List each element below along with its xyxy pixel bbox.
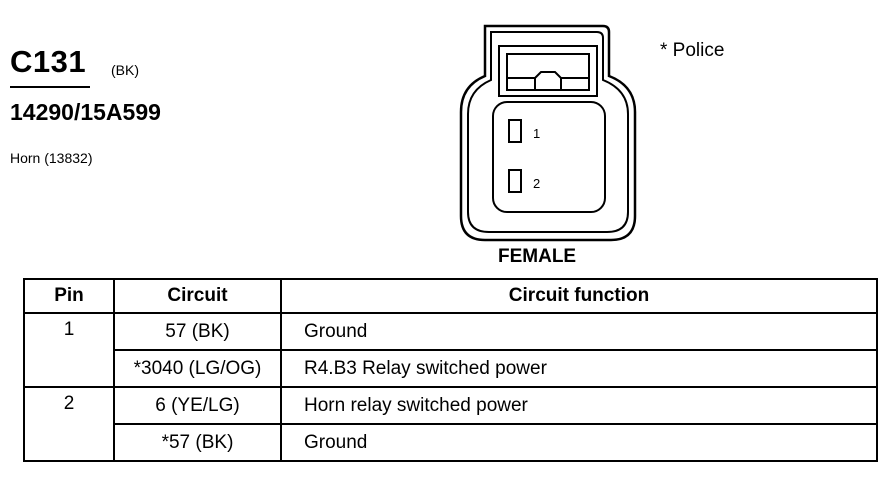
table-row: *3040 (LG/OG) R4.B3 Relay switched power <box>24 349 878 388</box>
connector-id: C131 <box>10 44 87 79</box>
function-cell: Ground <box>280 312 878 351</box>
function-cell: Ground <box>280 423 878 462</box>
header-circuit: Circuit <box>113 278 282 314</box>
connector-id-underline <box>10 86 90 88</box>
pin-2-terminal <box>508 169 522 193</box>
function-cell: R4.B3 Relay switched power <box>280 349 878 388</box>
pin-1-label: 1 <box>533 126 540 141</box>
circuit-cell: 57 (BK) <box>113 312 282 351</box>
connector-color: (BK) <box>111 62 139 78</box>
table-row: *57 (BK) Ground <box>24 423 878 462</box>
circuit-cell: *57 (BK) <box>113 423 282 462</box>
pin-cell: 1 <box>23 312 115 388</box>
header-pin: Pin <box>23 278 115 314</box>
circuit-cell: *3040 (LG/OG) <box>113 349 282 388</box>
pin-1-terminal <box>508 119 522 143</box>
table-row: 1 57 (BK) Ground <box>23 312 878 388</box>
circuit-cell: 6 (YE/LG) <box>113 386 282 425</box>
part-number: 14290/15A599 <box>10 99 161 125</box>
table-header-row: Pin Circuit Circuit function <box>23 278 878 314</box>
police-note: * Police <box>660 40 725 61</box>
pin-cell: 2 <box>23 386 115 462</box>
header-circuit-function: Circuit function <box>280 278 878 314</box>
table-row: 2 6 (YE/LG) Horn relay switched power <box>23 386 878 462</box>
connector-outer-housing <box>459 24 637 242</box>
pinout-table: Pin Circuit Circuit function 1 57 (BK) G… <box>23 278 878 462</box>
component-name: Horn (13832) <box>10 150 93 166</box>
locking-tab-notch <box>534 71 562 79</box>
terminal-face <box>492 101 606 213</box>
pin-2-label: 2 <box>533 176 540 191</box>
function-cell: Horn relay switched power <box>280 386 878 425</box>
connector-face-diagram: 1 2 <box>459 24 637 242</box>
connector-gender-label: FEMALE <box>498 246 577 267</box>
connector-inner-housing <box>467 31 629 233</box>
locking-tab-frame <box>498 45 598 97</box>
